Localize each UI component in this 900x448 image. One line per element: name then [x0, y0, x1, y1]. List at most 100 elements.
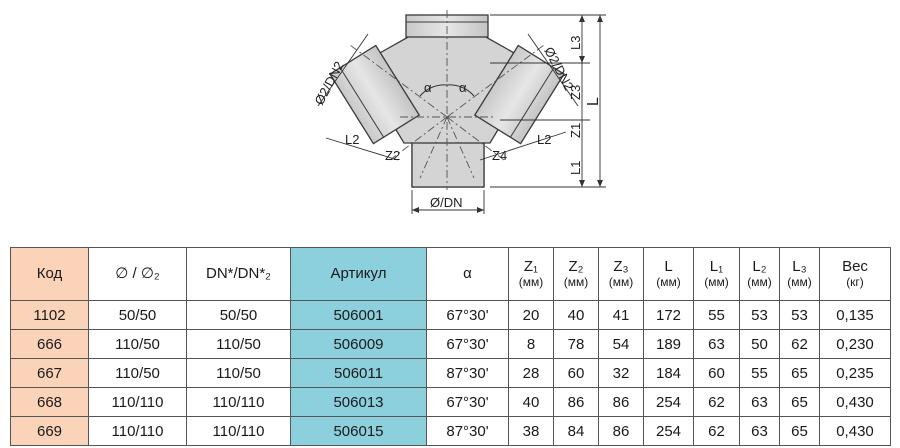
- cell-z3: 86: [598, 387, 644, 417]
- cell-z1: 20: [508, 300, 554, 330]
- cell-diameter: 110/110: [88, 387, 187, 417]
- cell-z1: 40: [508, 387, 554, 417]
- header-diameter: ∅ / ∅₂: [88, 247, 187, 301]
- cell-article: 506015: [290, 416, 427, 446]
- label-l1: L1: [568, 161, 583, 175]
- label-l: L: [585, 97, 602, 106]
- cell-z2: 78: [553, 329, 599, 359]
- label-l2-right: L2: [537, 132, 551, 147]
- cell-code: 668: [10, 387, 89, 417]
- cell-code: 669: [10, 416, 89, 446]
- cell-weight: 0,135: [819, 300, 891, 330]
- left-socket: [329, 44, 421, 145]
- header-dn: DN*/DN*₂: [186, 247, 291, 301]
- cell-weight: 0,430: [819, 387, 891, 417]
- cell-l3: 65: [779, 416, 820, 446]
- fitting-drawing: Ø2/DN2 Ø2/DN2 α α L2 Z2 Z4 L2 L3 Z3 L Z1…: [311, 10, 606, 214]
- cell-l3: 65: [779, 387, 820, 417]
- cell-diameter: 110/110: [88, 416, 187, 446]
- cell-z2: 84: [553, 416, 599, 446]
- cell-article: 506013: [290, 387, 427, 417]
- cell-alpha: 67°30': [426, 329, 509, 359]
- cell-weight: 0,235: [819, 358, 891, 388]
- cell-l2: 63: [739, 416, 780, 446]
- label-z3: Z3: [568, 85, 583, 100]
- header-article: Артикул: [290, 247, 427, 301]
- label-z4-right: Z4: [492, 148, 507, 163]
- cell-dn: 110/110: [186, 416, 291, 446]
- cell-l: 254: [643, 416, 694, 446]
- cell-l3: 62: [779, 329, 820, 359]
- table-row: 666 110/50 110/50 506009 67°30' 8 78 54 …: [10, 329, 891, 359]
- cell-diameter: 110/50: [88, 329, 187, 359]
- dimension-arrows: [412, 15, 603, 213]
- header-z1: Z₁(мм): [508, 247, 554, 301]
- cell-code: 1102: [10, 300, 89, 330]
- header-code: Код: [10, 247, 89, 301]
- cell-dn: 110/110: [186, 387, 291, 417]
- header-weight: Вес(кг): [819, 247, 891, 301]
- spec-table: Код ∅ / ∅₂ DN*/DN*₂ Артикул α Z₁(мм) Z₂(…: [10, 247, 891, 446]
- cell-article: 506001: [290, 300, 427, 330]
- table-row: 1102 50/50 50/50 506001 67°30' 20 40 41 …: [10, 300, 891, 330]
- cell-alpha: 87°30': [426, 358, 509, 388]
- cell-z2: 40: [553, 300, 599, 330]
- cell-l2: 63: [739, 387, 780, 417]
- cell-l2: 50: [739, 329, 780, 359]
- cell-l: 189: [643, 329, 694, 359]
- cell-code: 667: [10, 358, 89, 388]
- cell-alpha: 67°30': [426, 387, 509, 417]
- cell-l1: 62: [693, 387, 740, 417]
- cell-weight: 0,230: [819, 329, 891, 359]
- label-l3: L3: [568, 36, 583, 50]
- cell-z3: 86: [598, 416, 644, 446]
- table-row: 667 110/50 110/50 506011 87°30' 28 60 32…: [10, 358, 891, 388]
- label-z2-left: Z2: [385, 148, 400, 163]
- cell-l: 254: [643, 387, 694, 417]
- cell-l3: 65: [779, 358, 820, 388]
- header-l1: L₁(мм): [693, 247, 740, 301]
- cell-z2: 86: [553, 387, 599, 417]
- cell-article: 506009: [290, 329, 427, 359]
- cell-z2: 60: [553, 358, 599, 388]
- cell-l3: 53: [779, 300, 820, 330]
- header-z3: Z₃(мм): [598, 247, 644, 301]
- cell-diameter: 110/50: [88, 358, 187, 388]
- label-alpha-left: α: [424, 80, 432, 95]
- cell-l2: 55: [739, 358, 780, 388]
- label-diam-bottom: Ø/DN: [430, 195, 463, 210]
- cell-article: 506011: [290, 358, 427, 388]
- header-z2: Z₂(мм): [553, 247, 599, 301]
- cell-z1: 8: [508, 329, 554, 359]
- table-row: 668 110/110 110/110 506013 67°30' 40 86 …: [10, 387, 891, 417]
- cell-z1: 38: [508, 416, 554, 446]
- header-l3: L₃(мм): [779, 247, 820, 301]
- cell-code: 666: [10, 329, 89, 359]
- alpha-arc-right: [446, 84, 475, 97]
- center-lines: [349, 10, 545, 190]
- bottom-spigot: [411, 142, 485, 188]
- cell-dn: 50/50: [186, 300, 291, 330]
- cell-alpha: 87°30': [426, 416, 509, 446]
- cell-l1: 63: [693, 329, 740, 359]
- cell-l: 172: [643, 300, 694, 330]
- cell-diameter: 50/50: [88, 300, 187, 330]
- cell-z3: 54: [598, 329, 644, 359]
- cell-dn: 110/50: [186, 358, 291, 388]
- cell-l1: 62: [693, 416, 740, 446]
- right-socket: [473, 44, 565, 145]
- header-alpha: α: [426, 247, 509, 301]
- header-l2: L₂(мм): [739, 247, 780, 301]
- cell-l2: 53: [739, 300, 780, 330]
- label-alpha-right: α: [459, 80, 467, 95]
- cell-z1: 28: [508, 358, 554, 388]
- cell-l: 184: [643, 358, 694, 388]
- dimension-lines: [317, 14, 606, 214]
- header-l: L(мм): [643, 247, 694, 301]
- label-l2-left: L2: [345, 132, 359, 147]
- cell-l1: 60: [693, 358, 740, 388]
- table-header-row: Код ∅ / ∅₂ DN*/DN*₂ Артикул α Z₁(мм) Z₂(…: [10, 247, 891, 301]
- table-row: 669 110/110 110/110 506015 87°30' 38 84 …: [10, 416, 891, 446]
- cell-l1: 55: [693, 300, 740, 330]
- cell-dn: 110/50: [186, 329, 291, 359]
